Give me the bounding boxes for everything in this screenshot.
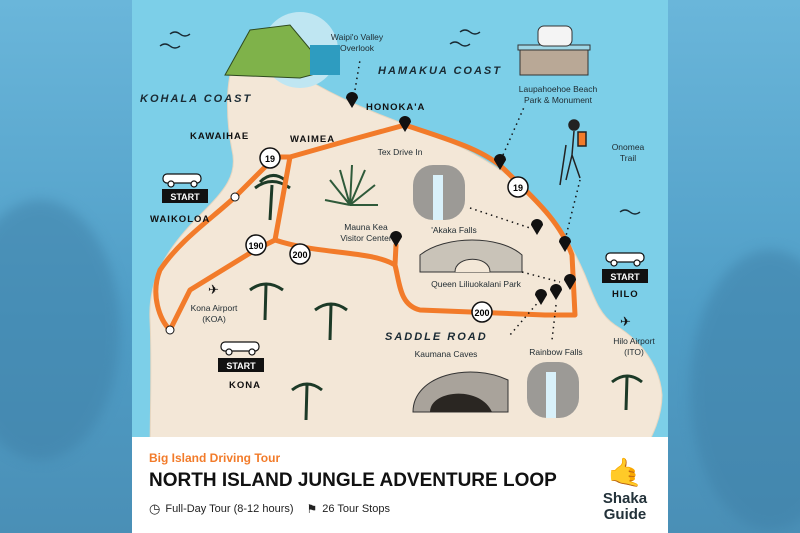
svg-text:✈: ✈ [208, 282, 219, 297]
svg-text:✈: ✈ [620, 314, 631, 329]
svg-text:'Akaka Falls: 'Akaka Falls [431, 225, 477, 235]
svg-text:19: 19 [265, 154, 275, 164]
svg-text:(KOA): (KOA) [202, 314, 226, 324]
tour-title: NORTH ISLAND JUNGLE ADVENTURE LOOP [149, 470, 557, 491]
svg-text:Park & Monument: Park & Monument [524, 95, 593, 105]
svg-text:200: 200 [292, 250, 307, 260]
svg-text:KONA: KONA [229, 380, 261, 391]
clock-icon: ◷ [149, 501, 161, 516]
logo-word-guide: Guide [603, 506, 647, 523]
svg-text:(ITO): (ITO) [624, 347, 644, 357]
waipio-valley-illustration [224, 12, 340, 88]
rainbow-falls-illustration [527, 362, 579, 418]
svg-text:HAMAKUA COAST: HAMAKUA COAST [378, 65, 502, 77]
pin-laupahoehoe [494, 154, 506, 170]
svg-text:HONOKA'A: HONOKA'A [366, 102, 425, 113]
svg-text:Kona Airport: Kona Airport [191, 303, 238, 313]
bridge-illustration [419, 239, 523, 273]
duration-text: Full-Day Tour (8-12 hours) [165, 503, 294, 515]
airplane-icons: ✈✈ [208, 282, 631, 329]
svg-text:Waipi'o Valley: Waipi'o Valley [331, 32, 384, 42]
tour-info-panel: Big Island Driving Tour NORTH ISLAND JUN… [132, 437, 668, 533]
svg-text:WAIKOLOA: WAIKOLOA [150, 214, 210, 225]
flag-icon: ⚑ [306, 502, 318, 516]
shaka-hand-icon: 🤙 [607, 457, 643, 488]
wave-icons [159, 29, 641, 215]
start-markers [165, 192, 240, 335]
svg-text:Queen Liliuokalani Park: Queen Liliuokalani Park [431, 279, 522, 289]
tour-subtitle: Big Island Driving Tour [149, 451, 281, 465]
svg-text:KOHALA COAST: KOHALA COAST [140, 93, 252, 105]
svg-text:Visitor Center: Visitor Center [340, 233, 392, 243]
svg-text:Onomea: Onomea [612, 142, 645, 152]
svg-text:Tex Drive In: Tex Drive In [378, 147, 423, 157]
logo-word-shaka: Shaka [602, 490, 648, 507]
kaumana-caves-illustration [412, 371, 509, 413]
leader-lines [354, 59, 581, 341]
pin-tex [399, 116, 411, 132]
town-labels: KAWAIHAE WAIMEA HONOKA'A WAIKOLOA KONA H… [150, 102, 639, 391]
shaka-guide-logo: 🤙 Shaka Guide [594, 455, 656, 523]
svg-text:START: START [170, 192, 200, 202]
svg-text:Laupahoehoe Beach: Laupahoehoe Beach [519, 84, 598, 94]
pin-mauna-kea [390, 231, 402, 247]
pin-rainbow [550, 284, 562, 300]
svg-text:HILO: HILO [612, 289, 639, 300]
svg-text:200: 200 [474, 308, 489, 318]
pin-kaumana [535, 289, 547, 305]
stop-pins[interactable] [346, 92, 576, 305]
svg-text:KAWAIHAE: KAWAIHAE [190, 131, 249, 142]
silversword-illustration [324, 164, 378, 206]
svg-text:SADDLE ROAD: SADDLE ROAD [385, 331, 488, 343]
svg-text:Overlook: Overlook [340, 43, 375, 53]
svg-text:START: START [610, 272, 640, 282]
palm-tree-icons [249, 174, 643, 421]
svg-text:WAIMEA: WAIMEA [290, 134, 335, 145]
akaka-falls-illustration [413, 165, 465, 220]
monument-illustration [517, 25, 591, 76]
pin-onomea [559, 236, 571, 252]
island-map: 19 19 190 200 200 KOHALA COAST HAMAKUA C… [140, 12, 663, 461]
region-labels: KOHALA COAST HAMAKUA COAST SADDLE ROAD [140, 65, 502, 343]
svg-text:Hilo Airport: Hilo Airport [613, 336, 655, 346]
hiker-illustration [559, 119, 587, 186]
svg-text:19: 19 [513, 183, 523, 193]
svg-text:190: 190 [248, 241, 263, 251]
pin-queen-park [564, 274, 576, 290]
stops-count: 26 Tour Stops [322, 503, 390, 515]
svg-text:Trail: Trail [620, 153, 636, 163]
start-badges[interactable]: START START START [162, 189, 648, 372]
tour-meta: ◷ Full-Day Tour (8-12 hours) ⚑ 26 Tour S… [149, 501, 390, 517]
pin-akaka [531, 219, 543, 235]
car-icons [162, 173, 645, 356]
svg-text:Kaumana Caves: Kaumana Caves [415, 349, 478, 359]
svg-text:START: START [226, 361, 256, 371]
svg-text:Mauna Kea: Mauna Kea [344, 222, 388, 232]
pin-waipio [346, 92, 358, 108]
island-land [149, 52, 663, 461]
highway-shields: 19 19 190 200 200 [245, 147, 529, 323]
svg-text:Rainbow Falls: Rainbow Falls [529, 347, 582, 357]
